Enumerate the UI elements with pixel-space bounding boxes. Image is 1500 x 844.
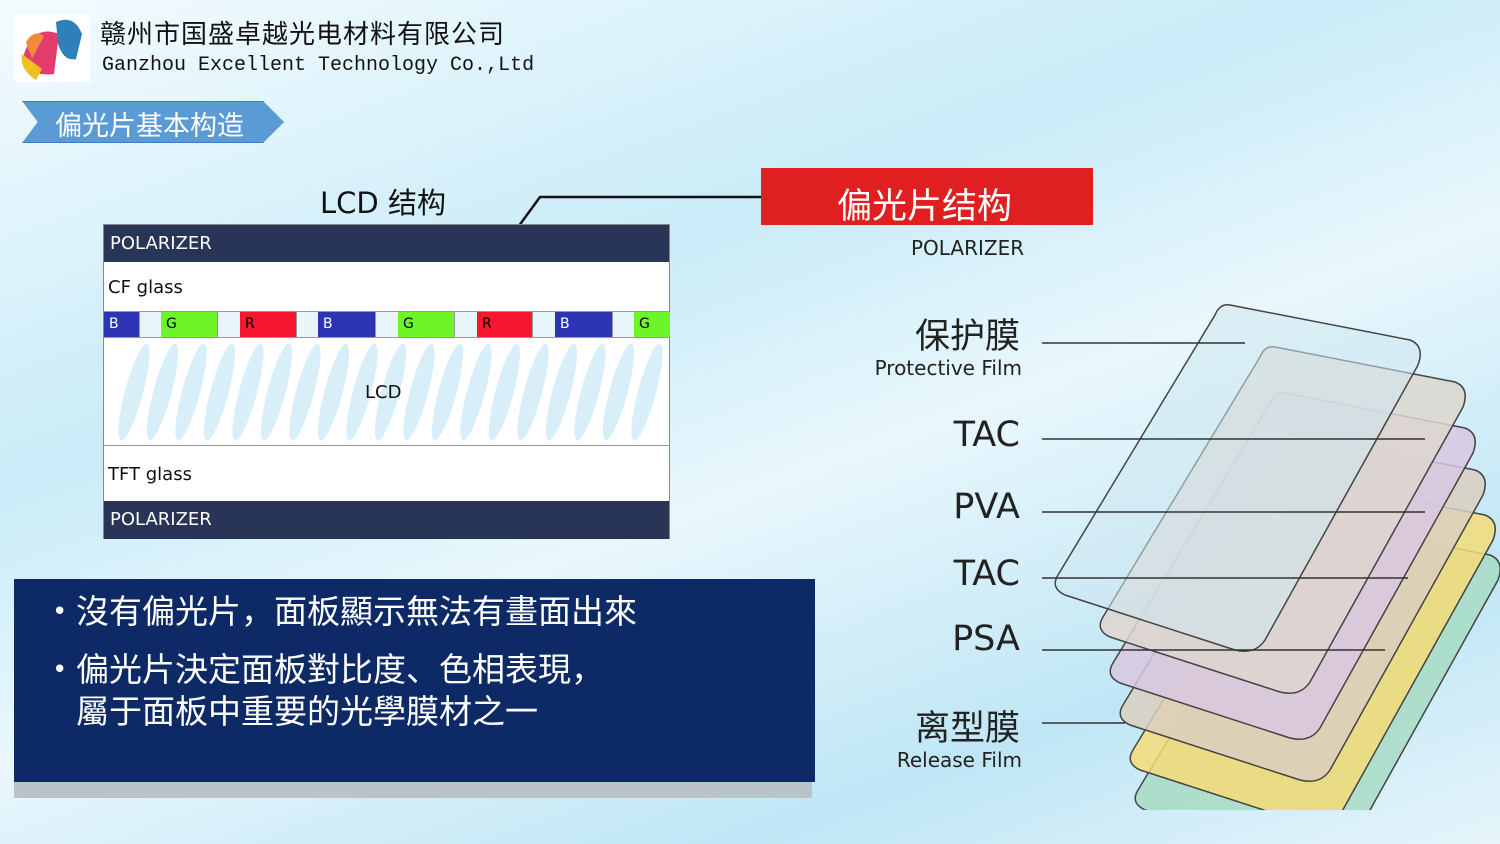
lc-molecule <box>146 343 179 441</box>
tft-glass-label: TFT glass <box>108 464 192 485</box>
cf-glass-label: CF glass <box>108 277 183 298</box>
lc-molecule <box>260 343 293 441</box>
lc-molecule <box>545 343 578 441</box>
lc-molecule <box>631 343 663 441</box>
lc-molecule <box>403 343 435 441</box>
filter-b: B <box>318 312 376 337</box>
filter-b: B <box>104 312 140 337</box>
layer-label-release-film: 离型膜 <box>914 709 1020 749</box>
filter-g: G <box>634 312 670 337</box>
lc-molecule <box>203 343 236 441</box>
polarizer-layers-diagram <box>1042 303 1500 810</box>
polarizer-structure-title: 偏光片结构 <box>761 168 1093 227</box>
lc-molecule <box>175 343 207 441</box>
lc-molecule <box>517 343 549 441</box>
top-polarizer: POLARIZER <box>104 225 669 262</box>
lc-molecule <box>460 343 492 441</box>
lc-molecule <box>232 343 264 441</box>
bullet-point: 偏光片決定面板對比度、色相表現， <box>52 649 815 691</box>
lcd-structure-title: LCD 结构 <box>320 186 446 220</box>
liquid-crystal-molecules <box>118 343 663 441</box>
section-title: 偏光片基本构造 <box>22 101 284 143</box>
lc-molecule <box>574 343 606 441</box>
lc-molecule <box>431 343 464 441</box>
lc-molecule <box>118 343 150 441</box>
polarizer-subtitle: POLARIZER <box>911 236 1025 260</box>
lcd-label: LCD <box>365 382 402 403</box>
box-shadow <box>14 782 812 798</box>
lc-molecule <box>289 343 321 441</box>
filter-b: B <box>555 312 613 337</box>
bullet-continuation: 屬于面板中重要的光學膜材之一 <box>76 692 538 731</box>
filter-g: G <box>161 312 218 337</box>
lc-molecule <box>346 343 378 441</box>
filter-r: R <box>240 312 297 337</box>
lc-molecule <box>488 343 521 441</box>
lc-molecule <box>602 343 635 441</box>
layer-label-tac: TAC <box>953 415 1020 455</box>
filter-r: R <box>477 312 533 337</box>
layer-label-tac: TAC <box>953 554 1020 594</box>
filter-g: G <box>398 312 455 337</box>
layer-label-protective-film: 保护膜 <box>914 317 1020 357</box>
layer-label-psa: PSA <box>952 619 1020 659</box>
key-points-box: 沒有偏光片，面板顯示無法有畫面出來 偏光片決定面板對比度、色相表現， 屬于面板中… <box>14 579 815 782</box>
company-name-en: Ganzhou Excellent Technology Co.,Ltd <box>102 54 535 77</box>
bottom-polarizer: POLARIZER <box>104 501 669 539</box>
layer-label-release-film-en: Release Film <box>896 748 1022 772</box>
layer-label-protective-film-en: Protective Film <box>874 356 1022 380</box>
lc-molecule <box>317 343 350 441</box>
company-logo <box>14 14 90 82</box>
lc-molecule <box>374 343 407 441</box>
company-name-cn: 赣州市国盛卓越光电材料有限公司 <box>100 20 506 50</box>
bullet-point: 沒有偏光片，面板顯示無法有畫面出來 <box>52 591 815 633</box>
lcd-structure-diagram: POLARIZER CF glass B G R B G R B G LCD T… <box>103 224 670 539</box>
layer-label-pva: PVA <box>953 487 1020 527</box>
